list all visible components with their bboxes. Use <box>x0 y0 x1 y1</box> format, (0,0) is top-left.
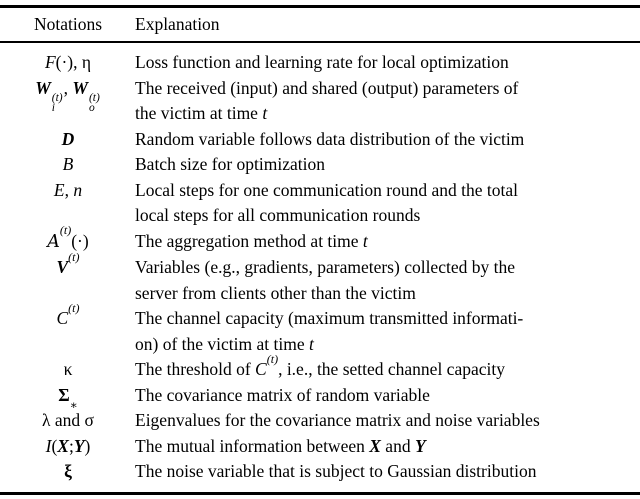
table-row: λ and σ Eigenvalues for the covariance ma… <box>0 408 640 434</box>
notation-cell: W(t)i, W(t)o <box>35 77 100 114</box>
table-top-rule <box>0 5 640 8</box>
notation-cell: D <box>61 128 75 149</box>
explanation-cell: Batch size for optimization <box>135 154 326 174</box>
subscript: ∗ <box>69 398 78 412</box>
table-row: A(t)(·) The aggregation method at time t <box>0 223 640 256</box>
explanation-cell: Variables (e.g., gradients, parameters) … <box>135 257 515 303</box>
table-row: Σ∗ The covariance matrix of random variab… <box>0 383 640 412</box>
explanation-cell: Eigenvalues for the covariance matrix an… <box>135 410 540 430</box>
superscript: (t) <box>68 300 80 315</box>
superscript: (t) <box>266 351 279 366</box>
explanation-cell: The covariance matrix of random variable <box>135 384 430 405</box>
notation-cell: Σ∗ <box>58 384 78 412</box>
notation-cell: E, n <box>53 179 83 200</box>
notation-cell: A(t)(·) <box>47 223 89 252</box>
explanation-cell: The mutual information between X and Y <box>135 435 426 456</box>
notation-cell: κ <box>63 359 73 379</box>
explanation-cell: The noise variable that is subject to Ga… <box>135 461 537 481</box>
table-row: B Batch size for optimization <box>0 152 640 178</box>
explanation-cell: The aggregation method at time t <box>135 230 368 251</box>
superscript: (t) <box>68 249 80 264</box>
notation-cell: F(·), η <box>44 52 92 72</box>
notation-table: Notations Explanation F(·), η Loss functi… <box>0 5 640 495</box>
notation-cell: ξ <box>64 461 72 481</box>
notation-cell: C(t) <box>56 300 80 328</box>
notation-cell: λ and σ <box>42 410 94 430</box>
table-header-row: Notations Explanation <box>0 8 640 43</box>
notation-cell: B <box>62 154 74 174</box>
sub-sup-stack: (t)o <box>88 91 100 114</box>
table-row: V(t) Variables (e.g., gradients, paramete… <box>0 249 640 306</box>
notation-cell: V(t) <box>56 249 80 277</box>
superscript: (t) <box>59 223 72 238</box>
header-explanation: Explanation <box>135 14 220 34</box>
header-notations: Notations <box>33 14 103 34</box>
notation-cell: I(X;Y) <box>45 435 91 456</box>
table-row: ξ The noise variable that is subject to G… <box>0 459 640 485</box>
table-body: F(·), η Loss function and learning rate f… <box>0 43 640 495</box>
explanation-cell: The received (input) and shared (output)… <box>135 77 519 124</box>
table-row: E, n Local steps for one communication ro… <box>0 178 640 229</box>
table-row: κ The threshold of C(t), i.e., the setted… <box>0 351 640 383</box>
explanation-cell: The channel capacity (maximum transmitte… <box>135 308 524 354</box>
explanation-cell: Random variable follows data distributio… <box>135 128 525 149</box>
table-row: F(·), η Loss function and learning rate f… <box>0 50 640 76</box>
table-row: D Random variable follows data distributi… <box>0 127 640 153</box>
sub-sup-stack: (t)i <box>51 91 63 114</box>
explanation-cell: Local steps for one communication round … <box>135 179 518 226</box>
explanation-cell: The threshold of C(t), i.e., the setted … <box>135 351 505 379</box>
table-row: W(t)i, W(t)o The received (input) and sha… <box>0 76 640 127</box>
explanation-cell: Loss function and learning rate for loca… <box>135 52 509 72</box>
table-row: I(X;Y) The mutual information between X a… <box>0 434 640 460</box>
table-row: C(t) The channel capacity (maximum transm… <box>0 300 640 357</box>
